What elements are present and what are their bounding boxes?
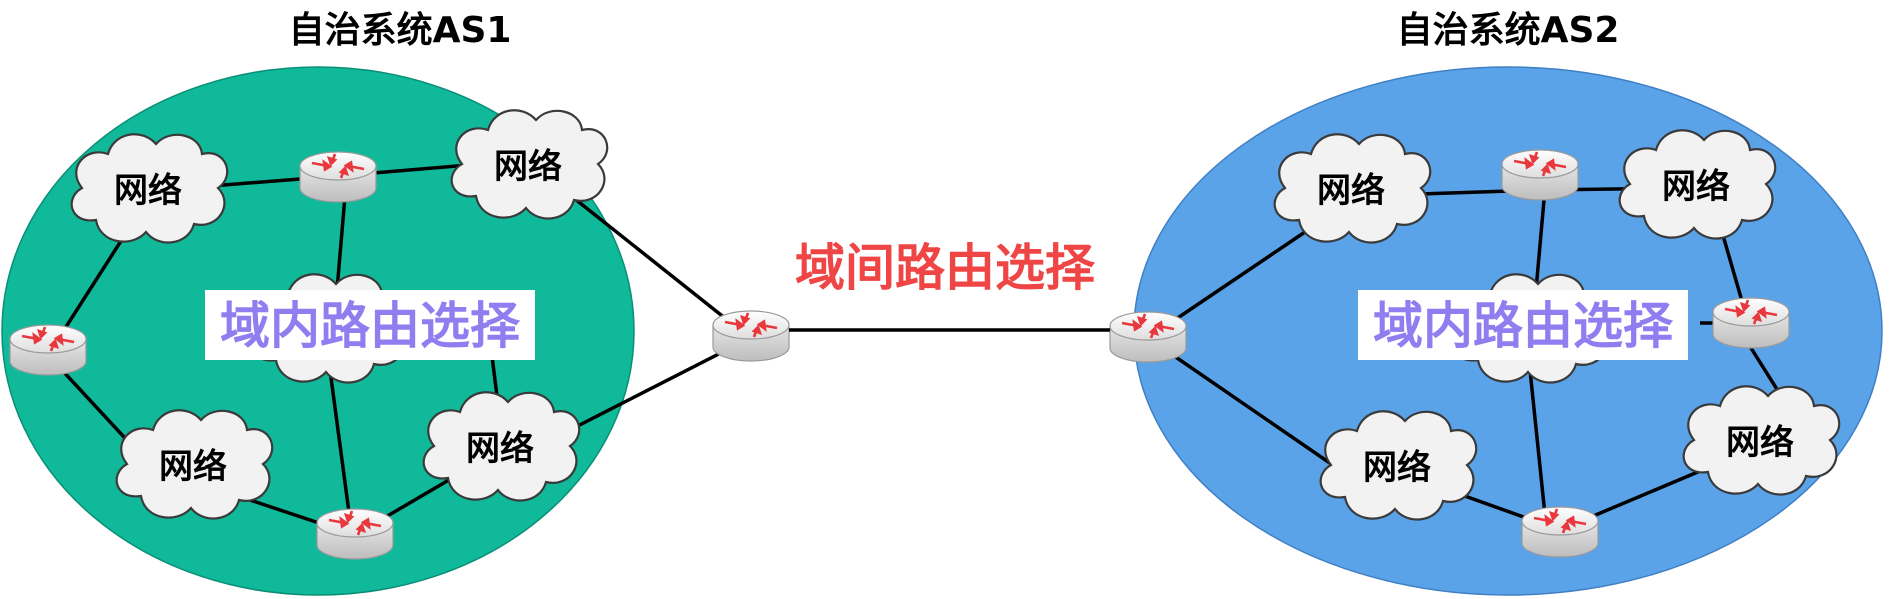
as2-network-2: 网络 [1618,129,1777,240]
as2-router-right [1711,296,1791,350]
network-label: 网络 [1726,423,1794,463]
as2-router-border [1108,310,1188,364]
as1-title: 自治系统AS1 [289,10,512,51]
as1-network-3: 网络 [115,409,274,520]
network-label: 网络 [466,429,534,469]
as2-intra-label-box [1358,290,1688,360]
as2-router-top [1500,148,1580,202]
as2-network-4: 网络 [1682,385,1841,496]
as1-router-top [298,150,378,204]
as1-intra-label-box [205,290,535,360]
as2-network-1: 网络 [1273,133,1432,244]
as2-region: 网络 网络 网络 网络 域内路由选择 [1108,66,1883,596]
inter-domain-label: 域间路由选择 [795,239,1096,297]
network-label: 网络 [159,447,227,487]
as1-router-left [8,323,88,377]
as2-intra-label: 域内路由选择 [1373,297,1674,355]
network-label: 网络 [114,171,182,211]
as2-title: 自治系统AS2 [1397,10,1620,51]
as1-network-4: 网络 [422,391,581,502]
network-label: 网络 [1363,448,1431,488]
as1-router-bottom [315,507,395,561]
as1-intra-label: 域内路由选择 [220,297,521,355]
as1-region: 网络 网络 网络 网络 域内路由选择 [1,66,791,596]
as2-network-3: 网络 [1319,410,1478,521]
as1-router-border [711,309,791,363]
network-label: 网络 [494,147,562,187]
as2-router-bottom [1520,505,1600,559]
network-label: 网络 [1317,171,1385,211]
as1-network-2: 网络 [450,109,609,220]
network-label: 网络 [1662,167,1730,207]
as1-network-1: 网络 [70,133,229,244]
